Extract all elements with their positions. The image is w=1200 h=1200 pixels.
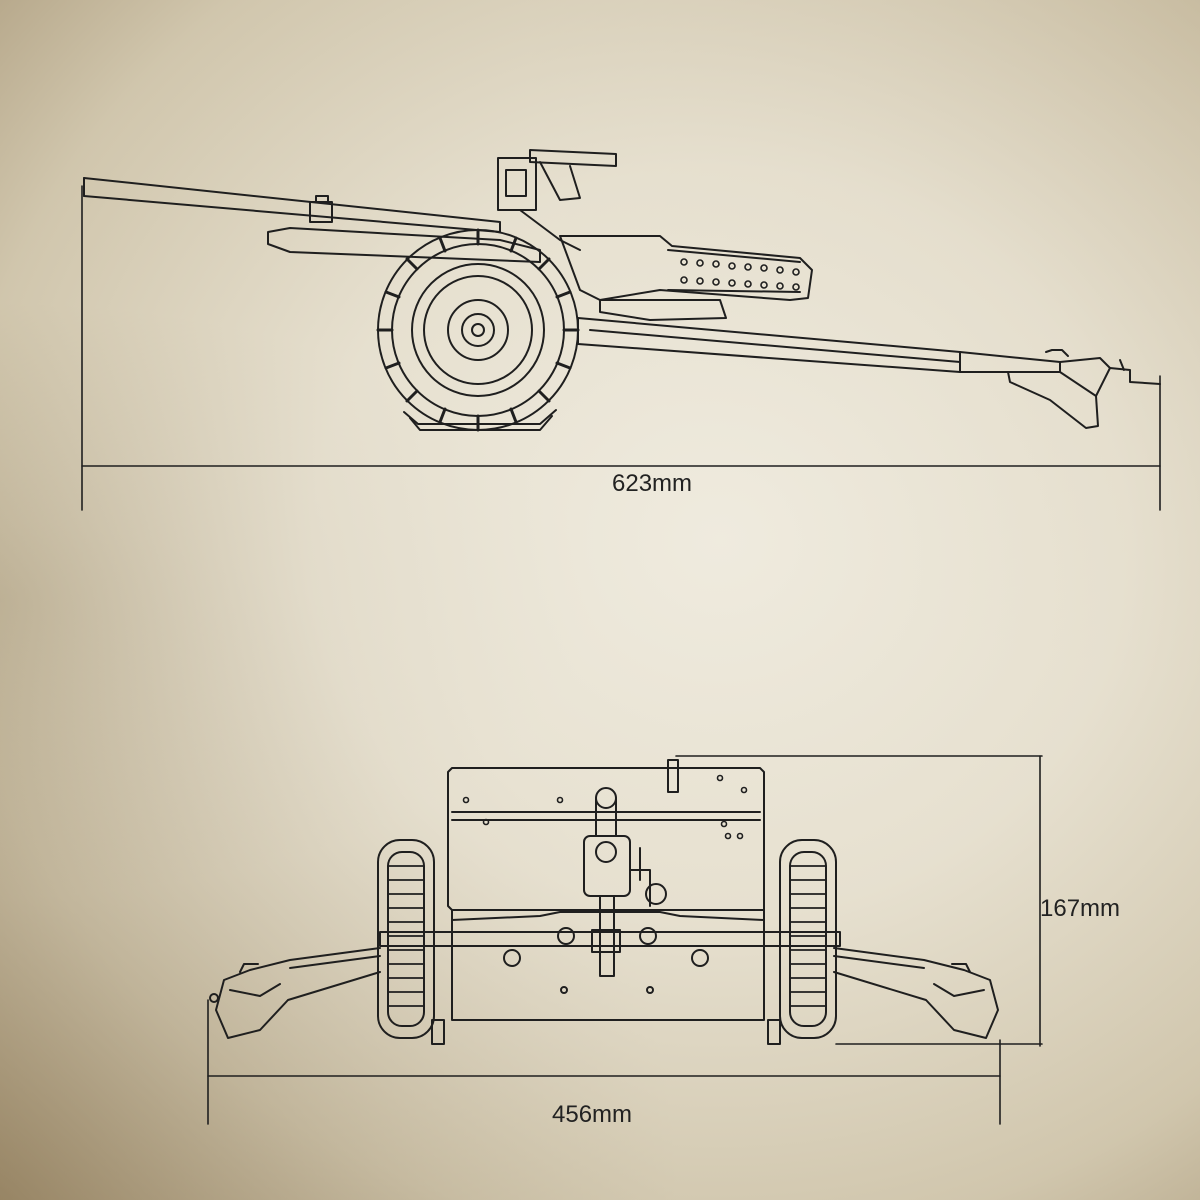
- side-wheel: [376, 228, 580, 432]
- front-left-wheel: [377, 839, 445, 1045]
- front-right-wheel: [767, 839, 837, 1045]
- side-view-gun: [83, 149, 1161, 432]
- side-length-dimension-line: [81, 185, 1161, 511]
- side-length-label: 623mm: [612, 470, 693, 497]
- height-label: 167mm: [1040, 895, 1121, 922]
- width-label: 456mm: [552, 1101, 633, 1128]
- height-dimension-line: [675, 755, 1043, 1047]
- front-view-gun: [209, 759, 999, 1045]
- width-dimension-line: [207, 999, 1001, 1125]
